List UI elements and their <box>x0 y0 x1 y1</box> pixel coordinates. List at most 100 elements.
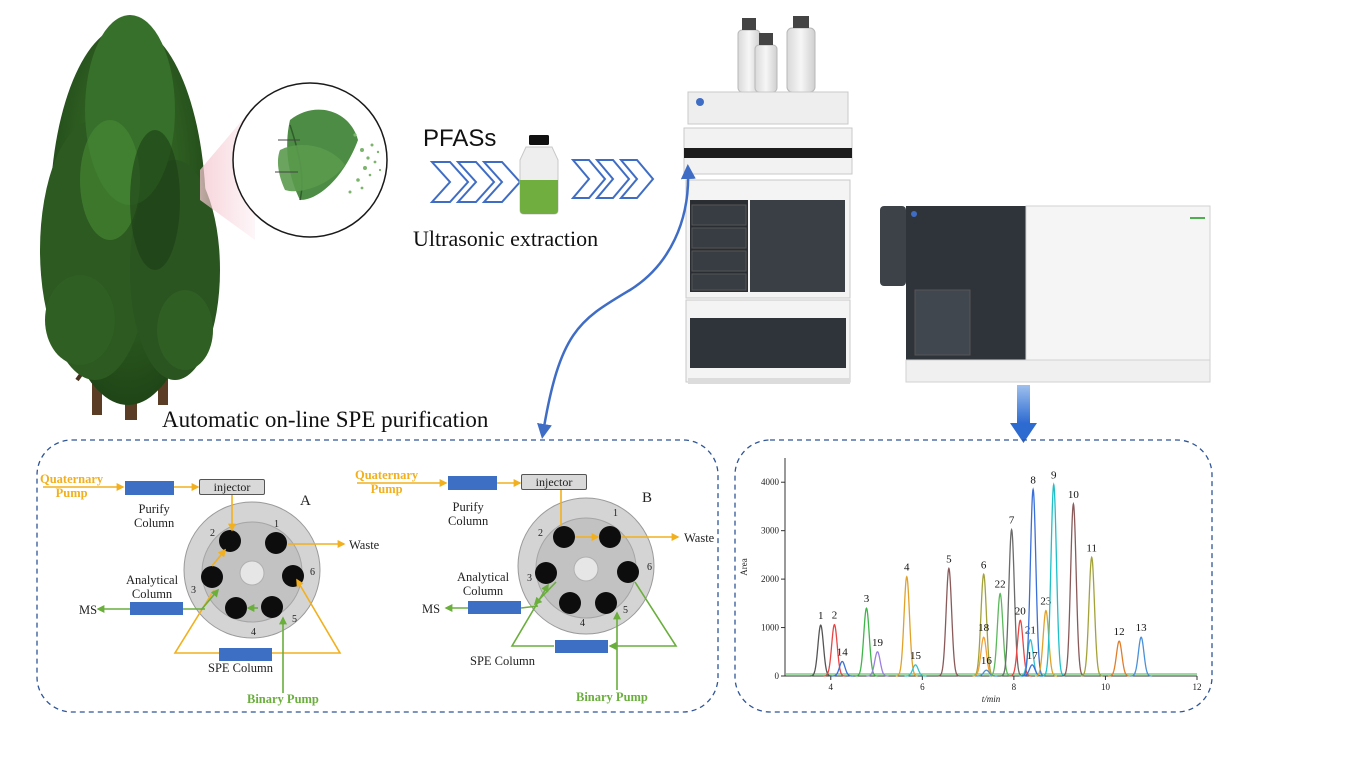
lc-ms-instrument-picture <box>683 16 1211 384</box>
peak-19 <box>866 651 889 677</box>
quaternary-pump-label-a-line1: Quaternary <box>40 472 104 486</box>
port-1-b: 1 <box>613 508 618 519</box>
peak-label-5: 5 <box>946 553 952 565</box>
peak-9 <box>1042 482 1065 677</box>
peak-label-14: 14 <box>837 646 849 658</box>
peak-label-12: 12 <box>1114 626 1125 638</box>
port-2-a: 2 <box>210 528 215 539</box>
peak-label-6: 6 <box>981 559 987 571</box>
analytical-column-label-b: Analytical Column <box>457 570 509 598</box>
port-6-a: 6 <box>310 567 315 578</box>
peak-6 <box>972 572 995 677</box>
injector-box-b: injector <box>521 474 587 490</box>
spe-panel-border <box>36 439 719 713</box>
peak-7 <box>1000 527 1023 677</box>
chevron-arrows-left <box>429 161 522 203</box>
peak-label-10: 10 <box>1068 489 1080 501</box>
valve-diagram-a <box>43 481 346 693</box>
peak-label-1: 1 <box>818 610 824 622</box>
valve-diagram-b <box>357 476 680 690</box>
peak-2 <box>823 623 846 677</box>
waste-label-a: Waste <box>349 538 380 552</box>
panel-letter-a: A <box>300 493 311 509</box>
leaf-magnifier <box>200 82 388 240</box>
peak-label-22: 22 <box>995 579 1006 591</box>
peak-17 <box>1021 664 1044 677</box>
purify-column-label-b-line1: Purify <box>452 500 484 514</box>
quaternary-pump-label-a-line2: Pump <box>55 486 88 500</box>
chromatogram-panel-border <box>734 439 1213 713</box>
quaternary-pump-label-b: Quaternary Pump <box>355 468 418 496</box>
y-tick-label: 3000 <box>761 526 780 536</box>
panel-letter-b: B <box>642 490 653 506</box>
peak-16 <box>975 669 998 677</box>
peak-label-15: 15 <box>910 650 922 662</box>
peak-3 <box>855 607 878 677</box>
ms-label-b: MS <box>422 602 441 616</box>
peak-label-17: 17 <box>1027 650 1039 662</box>
analytical-column-label-a-line1: Analytical <box>126 573 179 587</box>
quaternary-pump-label-b-line1: Quaternary <box>355 468 419 482</box>
port-2-b: 2 <box>538 528 543 539</box>
x-tick-label: 6 <box>920 682 925 692</box>
x-tick-label: 4 <box>829 682 834 692</box>
peak-label-8: 8 <box>1030 474 1036 486</box>
peak-23 <box>1034 609 1057 677</box>
purify-column-label-b: Purify Column <box>448 500 488 528</box>
peak-label-20: 20 <box>1015 605 1027 617</box>
y-tick-label: 2000 <box>761 574 780 584</box>
peak-label-13: 13 <box>1136 622 1148 634</box>
quaternary-pump-label-b-line2: Pump <box>370 482 403 496</box>
peak-14 <box>831 660 854 677</box>
port-5-a: 5 <box>292 614 297 625</box>
port-5-b: 5 <box>623 605 628 616</box>
y-axis-label: Area <box>739 558 749 576</box>
peak-label-7: 7 <box>1009 515 1015 527</box>
y-tick-label: 1000 <box>761 623 780 633</box>
x-axis-label: t/min <box>982 694 1001 704</box>
peak-label-11: 11 <box>1086 542 1097 554</box>
peak-label-23: 23 <box>1040 596 1052 608</box>
chevron-arrows-right <box>570 159 655 199</box>
pfas-label: PFASs <box>423 125 497 152</box>
peak-label-9: 9 <box>1051 470 1057 482</box>
port-4-a: 4 <box>251 627 256 638</box>
peak-5 <box>937 567 960 677</box>
analytical-column-label-b-line1: Analytical <box>457 570 510 584</box>
port-4-b: 4 <box>580 618 585 629</box>
peak-label-3: 3 <box>864 593 870 605</box>
analytical-column-label-a: Analytical Column <box>126 573 178 601</box>
waste-label-b: Waste <box>684 531 715 545</box>
peak-10 <box>1062 501 1085 677</box>
ultrasonic-extraction-label: Ultrasonic extraction <box>413 226 599 251</box>
spe-title: Automatic on-line SPE purification <box>162 407 489 432</box>
leaf-icon <box>275 109 382 201</box>
binary-pump-label-b: Binary Pump <box>576 690 648 704</box>
analytical-column-label-b-line2: Column <box>462 584 504 598</box>
peak-8 <box>1022 487 1045 677</box>
peak-label-21: 21 <box>1025 625 1036 637</box>
injector-box-a: injector <box>199 479 265 495</box>
sample-bottle-icon <box>519 135 559 215</box>
port-1-a: 1 <box>274 519 279 530</box>
quaternary-pump-label-a: Quaternary Pump <box>40 472 103 500</box>
peak-label-2: 2 <box>832 610 838 622</box>
peak-22 <box>989 592 1012 677</box>
peak-15 <box>904 664 927 677</box>
analytical-column-label-a-line2: Column <box>131 587 173 601</box>
peak-1 <box>809 624 832 677</box>
peak-label-4: 4 <box>904 562 910 574</box>
peak-13 <box>1130 636 1153 677</box>
purify-column-label-b-line2: Column <box>448 514 489 528</box>
x-tick-label: 8 <box>1012 682 1017 692</box>
ms-label-a: MS <box>79 603 98 617</box>
spe-column-label-b: SPE Column <box>470 654 535 668</box>
poplar-tree-picture <box>40 15 220 420</box>
peak-11 <box>1080 555 1103 677</box>
binary-pump-label-a: Binary Pump <box>247 692 319 706</box>
spe-column-label-a: SPE Column <box>208 661 273 675</box>
purify-column-label-a: Purify Column <box>134 502 174 530</box>
y-tick-label: 4000 <box>761 477 780 487</box>
